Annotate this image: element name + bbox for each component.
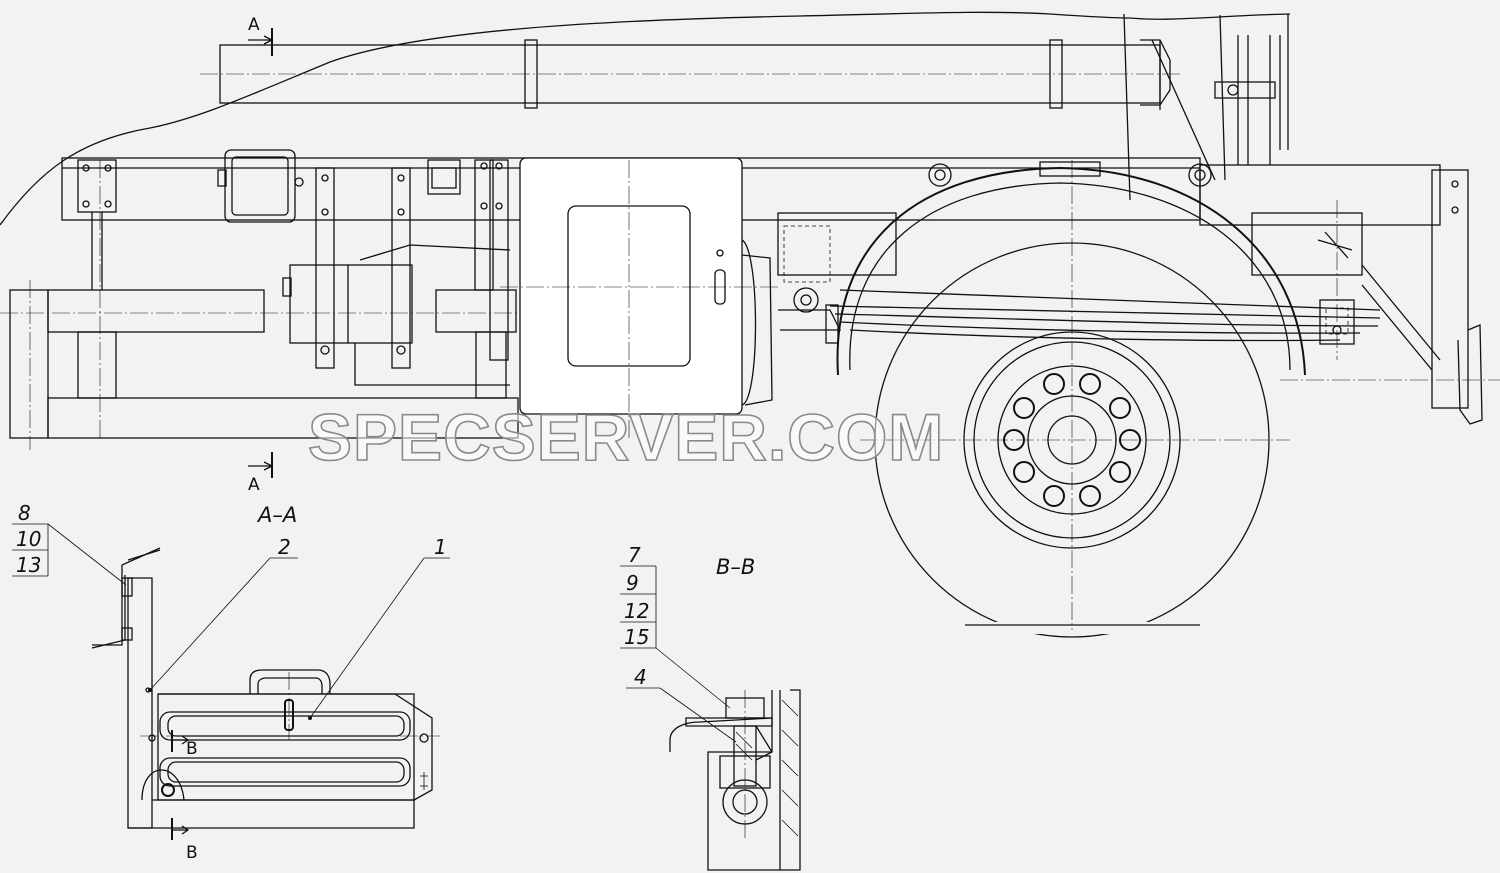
callout-7: 7 bbox=[628, 543, 641, 567]
watermark: SPECSERVER.COM bbox=[308, 400, 944, 474]
section-b-bottom-marker: B bbox=[186, 843, 198, 863]
section-aa-view bbox=[12, 523, 450, 840]
section-b-top-marker: B bbox=[186, 739, 198, 759]
callout-1: 1 bbox=[434, 535, 447, 559]
callout-2: 2 bbox=[278, 535, 291, 559]
section-a-top-marker: A bbox=[248, 15, 260, 35]
callout-15: 15 bbox=[624, 625, 649, 649]
callout-4: 4 bbox=[634, 665, 647, 689]
callout-13: 13 bbox=[16, 553, 41, 577]
section-bb-title: B–B bbox=[716, 555, 755, 579]
callout-9: 9 bbox=[626, 571, 639, 595]
callout-10: 10 bbox=[16, 527, 41, 551]
callout-8: 8 bbox=[18, 501, 31, 525]
truck-side-view bbox=[0, 11, 1500, 638]
section-aa-title: A–A bbox=[256, 503, 297, 527]
section-a-bottom-marker: A bbox=[248, 475, 260, 495]
callout-12: 12 bbox=[624, 599, 649, 623]
section-bb-view bbox=[620, 565, 801, 871]
